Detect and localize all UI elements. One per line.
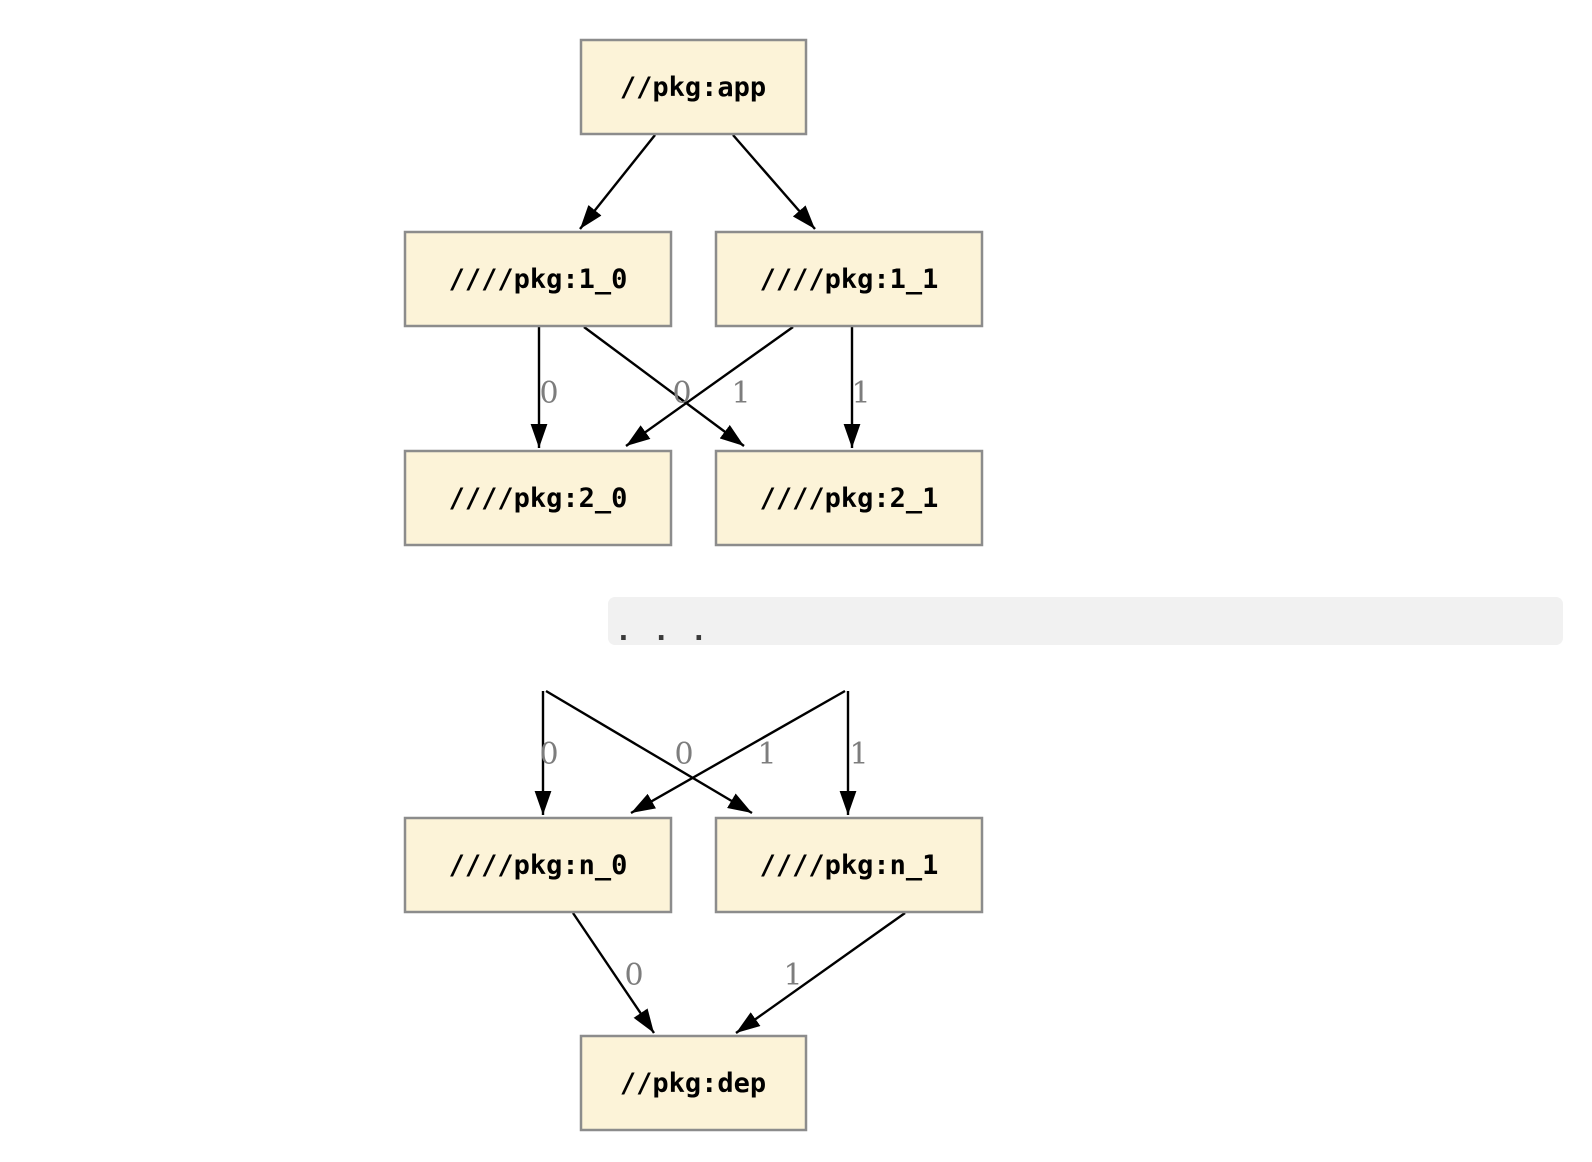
ellipsis-dots: . . .	[615, 614, 709, 647]
node-box	[714, 449, 984, 547]
edge-label: 0	[672, 376, 691, 411]
node-app: //pkg:app	[579, 38, 808, 136]
node-2-0: ////pkg:2_0	[403, 449, 673, 547]
edge-label: 1	[731, 376, 750, 411]
node-n-1: ////pkg:n_1	[714, 816, 984, 914]
node-label: ////pkg:1_0	[449, 264, 628, 295]
edge-labels: 0 1 0 1 0 1 0 1 0 1	[539, 376, 870, 993]
edge-label: 0	[674, 737, 693, 772]
ellipsis-band: . . .	[608, 597, 1563, 647]
edge-app-to-1-1	[732, 134, 816, 230]
node-box	[403, 816, 673, 914]
edge-label: 1	[849, 737, 868, 772]
edge-1-0-to-2-1	[583, 326, 745, 447]
edge-label: 0	[624, 958, 643, 993]
node-label: ////pkg:2_0	[449, 483, 628, 514]
ellipsis-background	[608, 597, 1563, 645]
node-label: ////pkg:1_1	[760, 264, 939, 295]
edge-1-1-to-2-0	[625, 326, 794, 447]
edge-label: 1	[783, 958, 802, 993]
edge-hidden-right-to-n-0	[630, 689, 846, 815]
edge-label: 1	[851, 376, 870, 411]
node-dep: //pkg:dep	[579, 1034, 808, 1132]
node-label: ////pkg:2_1	[760, 483, 939, 514]
node-label: //pkg:app	[620, 72, 766, 103]
edge-n-1-to-dep	[735, 912, 906, 1034]
node-box	[714, 816, 984, 914]
edges	[530, 134, 906, 1034]
edge-app-to-1-0	[579, 134, 656, 230]
edge-label: 0	[539, 737, 558, 772]
node-1-0: ////pkg:1_0	[403, 230, 673, 328]
node-1-1: ////pkg:1_1	[714, 230, 984, 328]
edge-hidden-left-to-n-1	[545, 689, 753, 815]
node-box	[579, 1034, 808, 1132]
edge-label: 1	[757, 737, 776, 772]
node-label: ////pkg:n_1	[760, 850, 939, 881]
node-n-0: ////pkg:n_0	[403, 816, 673, 914]
node-box	[579, 38, 808, 136]
node-label: //pkg:dep	[620, 1068, 766, 1099]
node-box	[403, 449, 673, 547]
node-label: ////pkg:n_0	[449, 850, 628, 881]
edge-n-0-to-dep	[572, 912, 655, 1034]
edge-label: 0	[539, 376, 558, 411]
node-box	[403, 230, 673, 328]
node-2-1: ////pkg:2_1	[714, 449, 984, 547]
node-box	[714, 230, 984, 328]
